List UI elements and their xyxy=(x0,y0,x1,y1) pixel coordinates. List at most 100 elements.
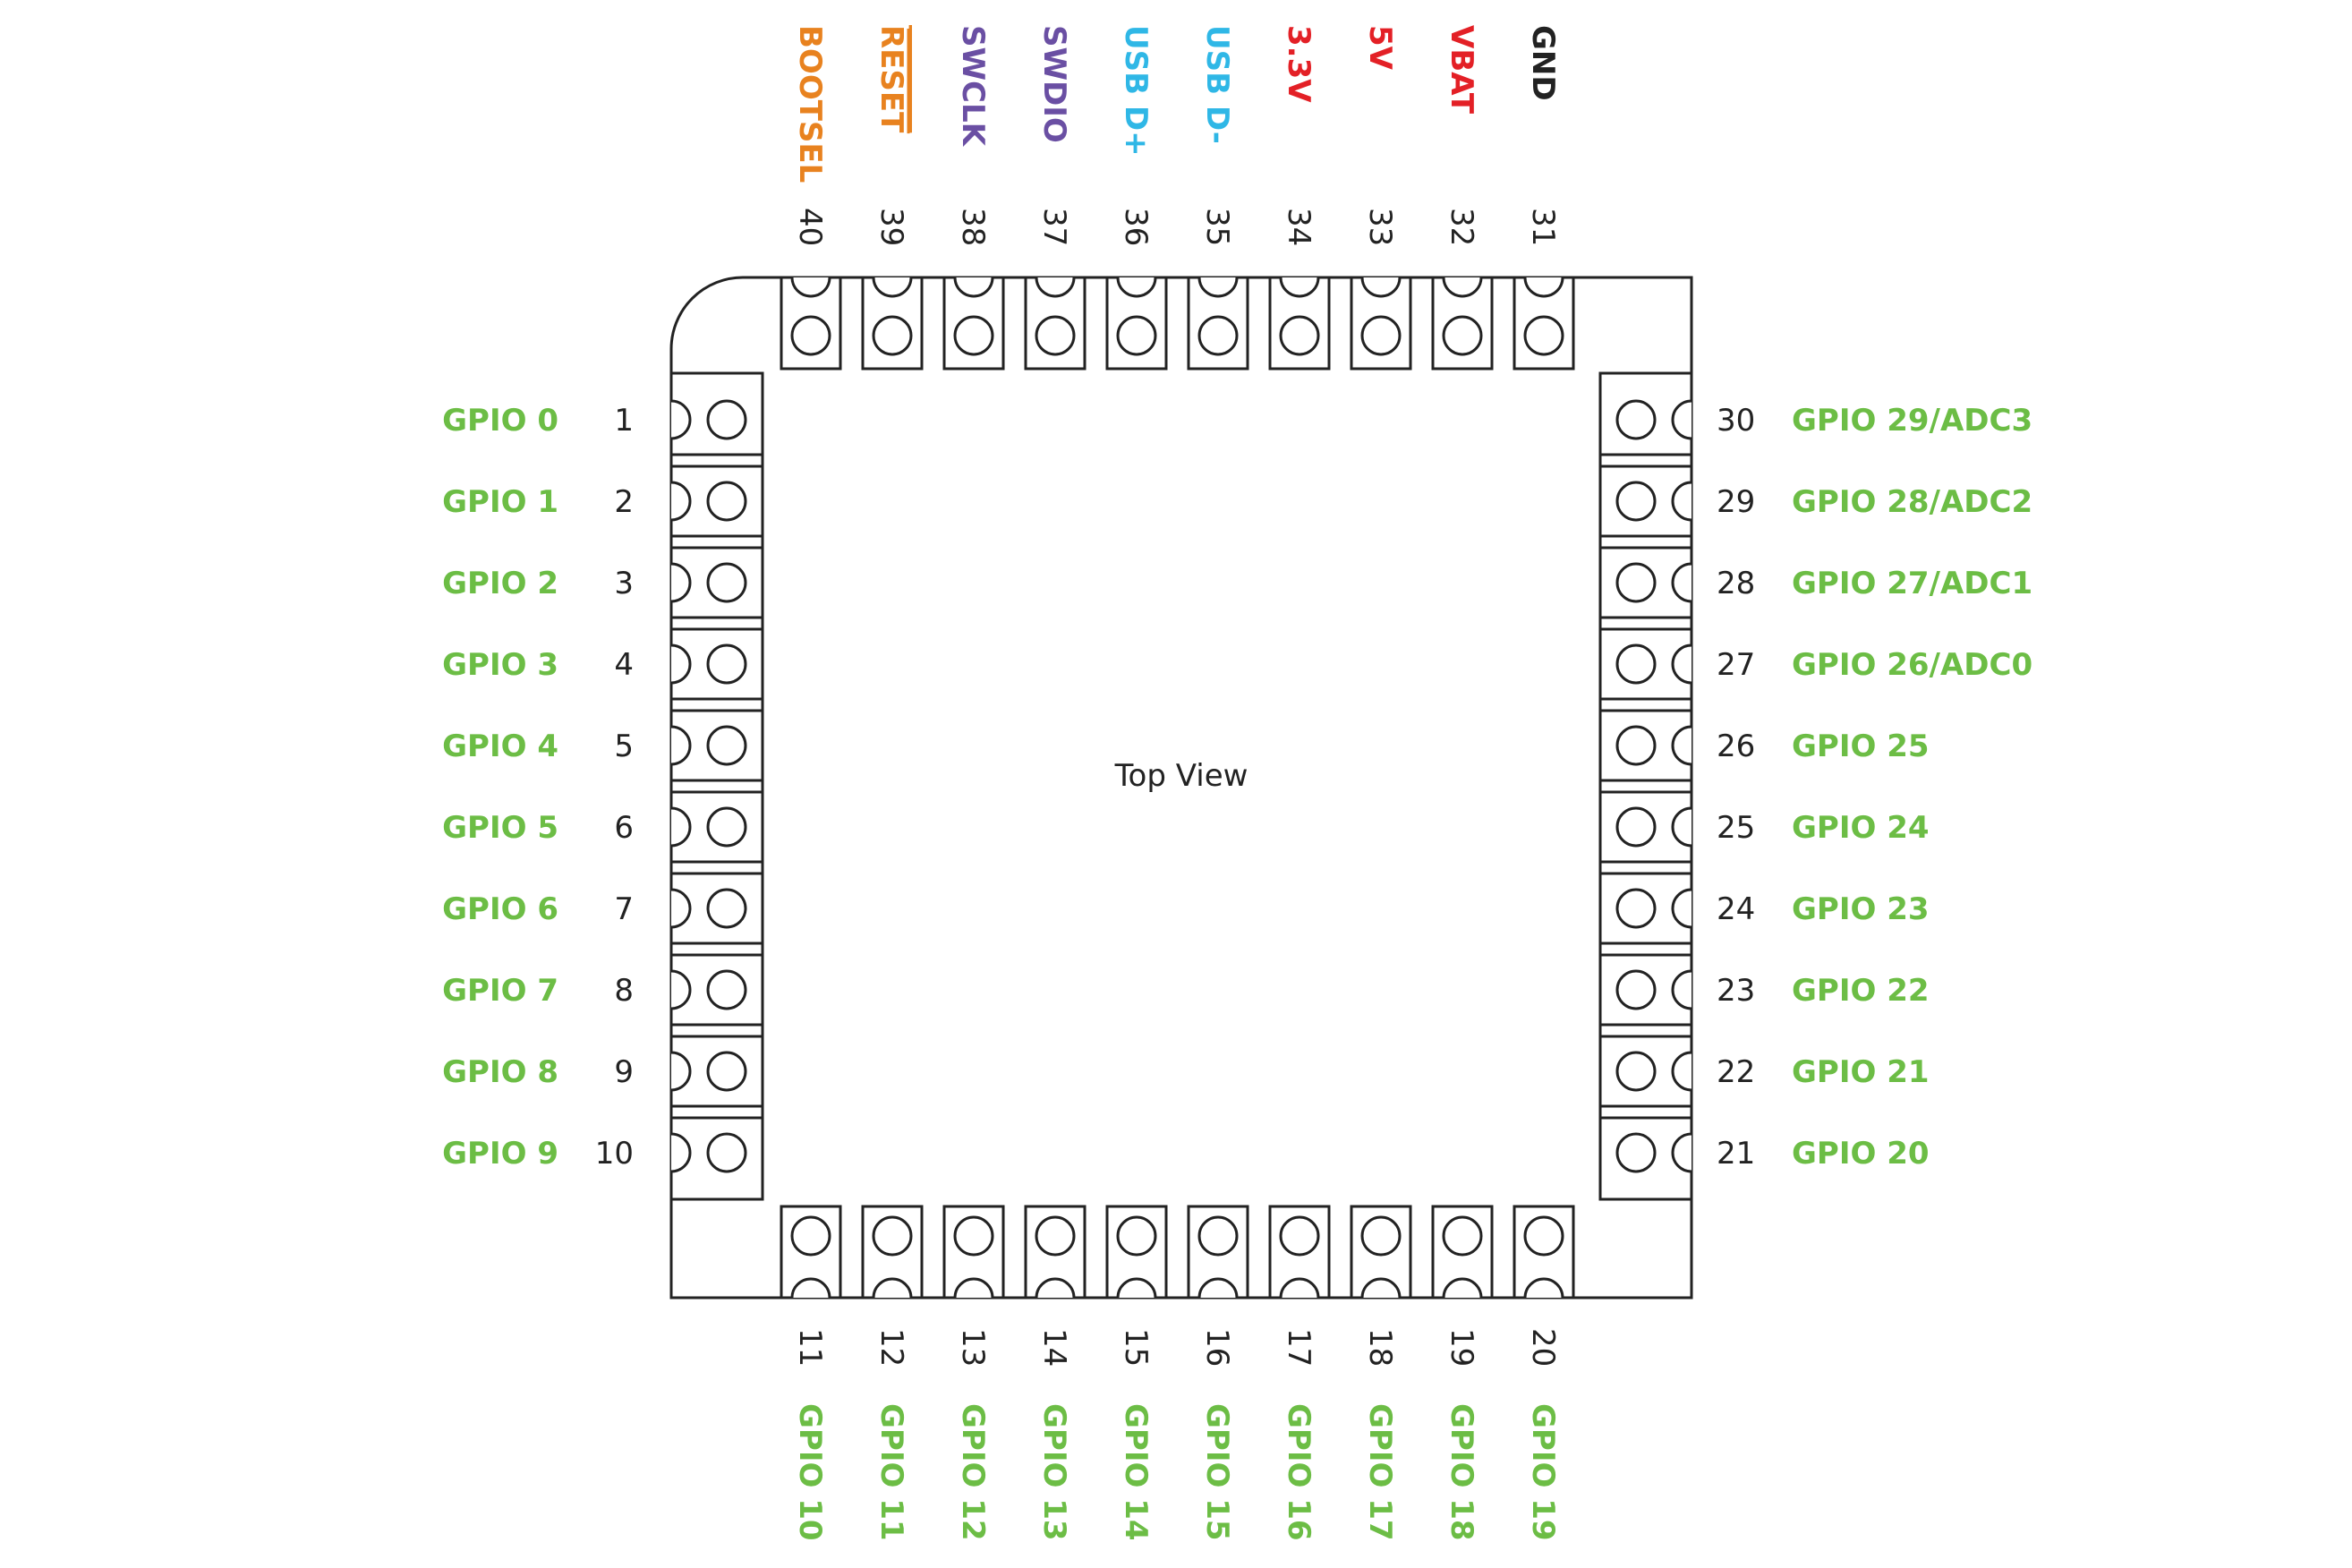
pad-hole xyxy=(1279,1215,1320,1257)
castellation xyxy=(1671,888,1692,929)
pad-hole xyxy=(1442,1215,1483,1257)
pin-signal-label: GPIO 0 xyxy=(442,403,558,439)
pin-signal-label: GPIO 2 xyxy=(442,566,558,601)
castellation xyxy=(1671,399,1692,440)
pin-number: 17 xyxy=(1281,1328,1317,1367)
pin-number: 14 xyxy=(1036,1328,1072,1367)
castellation xyxy=(1671,725,1692,766)
pin-signal-label: RESET xyxy=(873,25,909,133)
castellation xyxy=(953,277,994,298)
castellation xyxy=(1671,1132,1692,1173)
pin-number: 38 xyxy=(955,208,991,246)
pin-signal-label: VBAT xyxy=(1444,25,1479,115)
castellation xyxy=(1671,481,1692,522)
pin-number: 33 xyxy=(1362,208,1398,246)
pin-number: 2 xyxy=(614,484,634,520)
pin-signal-label: GPIO 4 xyxy=(442,729,558,764)
pin-number: 1 xyxy=(614,403,634,439)
castellation xyxy=(1116,1277,1157,1299)
pin-signal-label: USB D+ xyxy=(1118,25,1154,157)
pad-hole xyxy=(1442,315,1483,356)
castellation xyxy=(1197,277,1239,298)
pin-signal-label: GPIO 13 xyxy=(1036,1403,1072,1541)
pad-hole xyxy=(706,725,747,766)
pad-hole xyxy=(1523,315,1564,356)
castellation xyxy=(953,1277,994,1299)
pin-signal-label: GPIO 1 xyxy=(442,484,558,520)
pin-number: 27 xyxy=(1717,647,1755,683)
castellation xyxy=(1116,277,1157,298)
pad-hole xyxy=(790,1215,831,1257)
pad-hole xyxy=(1360,1215,1402,1257)
pin-signal-label: GPIO 12 xyxy=(955,1403,991,1541)
pin-number: 9 xyxy=(614,1054,634,1090)
pad-hole xyxy=(706,1051,747,1092)
castellation xyxy=(670,725,692,766)
pin-1: 1 GPIO 0 xyxy=(442,371,764,468)
pin-signal-label: GPIO 15 xyxy=(1199,1403,1235,1541)
pin-number: 15 xyxy=(1118,1328,1154,1367)
pin-number: 39 xyxy=(873,208,909,246)
castellation xyxy=(1442,277,1483,298)
pin-signal-label: GPIO 17 xyxy=(1362,1403,1398,1541)
pin-signal-label: GND xyxy=(1525,25,1561,101)
pin-number: 16 xyxy=(1199,1328,1235,1367)
castellation xyxy=(872,277,913,298)
pad-hole xyxy=(1035,315,1076,356)
pin-signal-label: GPIO 14 xyxy=(1118,1403,1154,1541)
pin-signal-label: 5V xyxy=(1362,25,1398,71)
pad-hole xyxy=(872,1215,913,1257)
castellation xyxy=(1671,1051,1692,1092)
pad-hole xyxy=(1615,725,1657,766)
castellation xyxy=(1671,643,1692,685)
pin-signal-label: SWDIO xyxy=(1036,25,1072,143)
pin-number: 34 xyxy=(1281,208,1317,246)
pad-hole xyxy=(953,315,994,356)
pin-signal-label: GPIO 25 xyxy=(1792,729,1930,764)
pad-hole xyxy=(1615,806,1657,848)
castellation xyxy=(670,1132,692,1173)
pin-signal-label: GPIO 11 xyxy=(873,1403,909,1541)
pin-signal-label: GPIO 3 xyxy=(442,647,558,683)
pad-hole xyxy=(1116,1215,1157,1257)
castellation xyxy=(670,806,692,848)
pin-36: 36 USB D+ xyxy=(1105,25,1168,371)
pin-signal-label: GPIO 27/ADC1 xyxy=(1792,566,2032,601)
pin-signal-label: GPIO 7 xyxy=(442,973,558,1009)
castellation xyxy=(1035,1277,1076,1299)
pin-39: 39 RESET xyxy=(861,25,924,371)
pin-number: 28 xyxy=(1717,566,1755,601)
pin-signal-label: GPIO 5 xyxy=(442,810,558,846)
pin-number: 36 xyxy=(1118,208,1154,246)
pin-signal-label: GPIO 16 xyxy=(1281,1403,1317,1541)
pad-hole xyxy=(1615,969,1657,1010)
castellation xyxy=(790,1277,831,1299)
pin-signal-label: GPIO 28/ADC2 xyxy=(1792,484,2032,520)
pad-hole xyxy=(790,315,831,356)
pin-number: 3 xyxy=(614,566,634,601)
pin-number: 21 xyxy=(1717,1136,1755,1172)
pin-number: 23 xyxy=(1717,973,1755,1009)
pin-signal-label: GPIO 23 xyxy=(1792,891,1930,927)
pad-hole xyxy=(1197,1215,1239,1257)
pin-signal-label: USB D- xyxy=(1199,25,1235,144)
